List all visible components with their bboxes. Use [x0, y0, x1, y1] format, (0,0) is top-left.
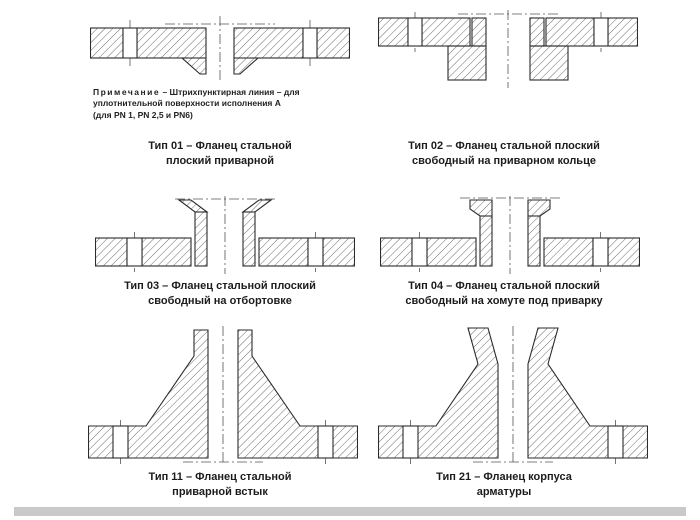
caption-line: плоский приварной	[166, 155, 274, 168]
flange-body	[88, 329, 358, 459]
drawing-tip-04-loose-flange-on-collar	[380, 196, 640, 274]
drawing-tip-01-flat-welded-flange	[90, 16, 350, 82]
flange-plate	[90, 27, 350, 59]
bolt-hole	[307, 237, 324, 267]
caption-line: Тип 02 – Фланец стальной плоский	[408, 140, 600, 152]
weld-hub	[180, 57, 260, 75]
caption-line: Тип 11 – Фланец стальной	[148, 471, 292, 483]
weld-collar	[469, 199, 551, 267]
welded-ring	[447, 17, 569, 81]
caption-line: Тип 01 – Фланец стальной	[148, 140, 292, 152]
caption-line: арматуры	[476, 486, 532, 499]
bolt-hole	[112, 425, 129, 459]
caption-line: свободный на хомуте под приварку	[405, 295, 603, 308]
caption-line: Тип 03 – Фланец стальной плоский	[124, 280, 316, 292]
flange-plate	[378, 17, 638, 47]
flange-body	[378, 327, 648, 459]
page-edge-band	[14, 507, 686, 516]
caption-tip-11: Тип 11 – Фланец стальной приварной встык	[100, 470, 340, 501]
bolt-hole	[317, 425, 334, 459]
caption-tip-21: Тип 21 – Фланец корпуса арматуры	[372, 470, 636, 501]
caption-line: приварной встык	[172, 486, 268, 499]
caption-tip-03: Тип 03 – Фланец стальной плоский свободн…	[100, 279, 340, 310]
caption-tip-01: Тип 01 – Фланец стальной плоский приварн…	[100, 139, 340, 170]
caption-line: Тип 04 – Фланец стальной плоский	[408, 280, 600, 292]
note-line-2: уплотнительной поверхности исполнения А	[93, 98, 281, 109]
drawing-tip-02-loose-flange-on-ring	[378, 10, 638, 88]
drawing-tip-11-weld-neck-flange	[88, 326, 358, 464]
bolt-hole	[122, 27, 138, 59]
caption-line: свободный на отбортовке	[148, 295, 292, 308]
flange-plate	[380, 237, 640, 267]
bolt-hole	[302, 27, 318, 59]
note-text: – Штрихпунктирная линия – для	[162, 87, 300, 97]
drawing-tip-21-valve-body-flange	[378, 326, 648, 464]
flared-pipe	[177, 199, 273, 267]
caption-tip-04: Тип 04 – Фланец стальной плоский свободн…	[372, 279, 636, 310]
bolt-hole	[592, 237, 609, 267]
note: Примечание – Штрихпунктирная линия – для…	[93, 87, 368, 121]
bolt-hole	[411, 237, 428, 267]
note-line-3: (для PN 1, PN 2,5 и PN6)	[93, 109, 193, 120]
drawing-tip-03-loose-flange-on-flared-end	[95, 196, 355, 274]
caption-tip-02: Тип 02 – Фланец стальной плоский свободн…	[372, 139, 636, 170]
flange-plate	[95, 237, 355, 267]
caption-line: Тип 21 – Фланец корпуса	[436, 471, 572, 483]
caption-line: свободный на приварном кольце	[412, 155, 596, 168]
bolt-hole	[402, 425, 419, 459]
bolt-hole	[593, 17, 609, 47]
bolt-hole	[126, 237, 143, 267]
bolt-hole	[407, 17, 423, 47]
note-line-1: Примечание – Штрихпунктирная линия – для	[93, 87, 368, 98]
note-term: Примечание	[93, 87, 161, 97]
bolt-hole	[607, 425, 624, 459]
